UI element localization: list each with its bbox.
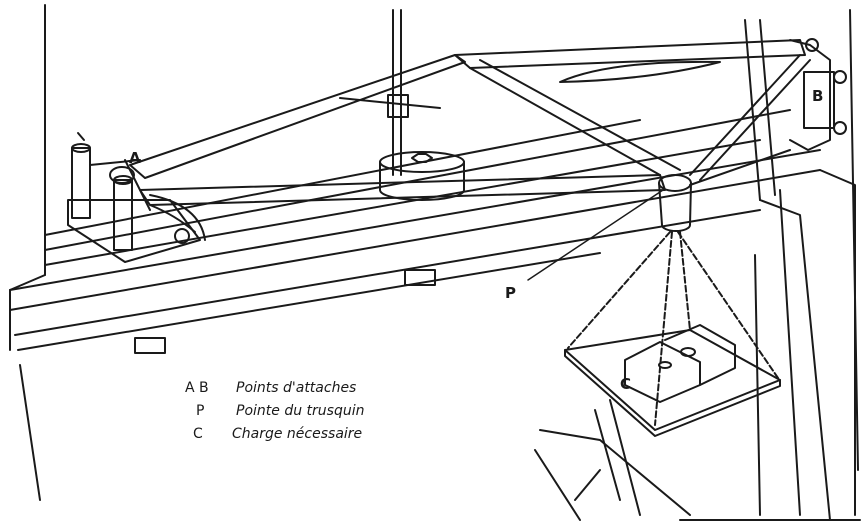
load-chains [567, 231, 779, 426]
legend-key-3: C [193, 426, 203, 442]
bolt-b-mid [833, 70, 847, 84]
legend-text-1: Points d'attaches [236, 380, 356, 396]
clamp-post-left [71, 147, 91, 219]
clamp-base [67, 199, 201, 263]
dropout-plate [803, 71, 835, 129]
labels: A B P C [129, 87, 823, 393]
seat-stay-upper [454, 39, 806, 69]
clamp-bolt [174, 228, 190, 244]
bottom-bracket [658, 174, 692, 192]
front-clamp-fixture [67, 132, 201, 263]
pointer-line-p [527, 189, 664, 281]
clamp-post-right [113, 179, 133, 251]
legend-text-3: Charge nécessaire [232, 426, 362, 442]
legend: A B Points d'attaches P Pointe du trusqu… [185, 380, 364, 442]
legend-key-2: P [196, 403, 204, 419]
legend-key-1: A B [185, 380, 209, 396]
axle-nut-a [109, 166, 135, 184]
legend-text-2: Pointe du trusquin [236, 403, 364, 419]
workbench [9, 4, 861, 521]
top-tube [129, 54, 466, 179]
label-c: C [620, 375, 631, 393]
rod-clamp [387, 94, 409, 118]
label-a: A [129, 149, 141, 167]
load-platform [564, 324, 781, 437]
bolt-b-low [833, 121, 847, 135]
bolt-b-top [805, 38, 819, 52]
label-b: B [812, 87, 823, 105]
scribe-rod-and-weight [339, 9, 465, 201]
label-p: P [505, 284, 516, 302]
bicycle-frame [124, 38, 847, 241]
frame-cutout [559, 60, 721, 83]
